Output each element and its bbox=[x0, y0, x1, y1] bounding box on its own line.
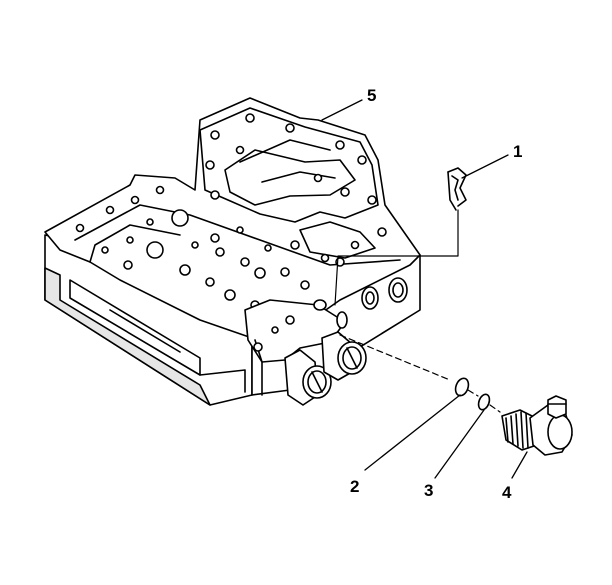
leader-line-2 bbox=[364, 394, 461, 471]
callout-2: 2 bbox=[350, 477, 360, 496]
upper-plate-channel-2 bbox=[239, 139, 331, 163]
leader-line-3 bbox=[434, 409, 485, 479]
valve-body-edge-line bbox=[89, 224, 181, 263]
retaining-clip bbox=[447, 167, 467, 211]
lower-rib-3 bbox=[199, 369, 246, 393]
leader-line-5 bbox=[321, 99, 363, 121]
solenoid-part-4 bbox=[501, 395, 573, 456]
alignment-centerline bbox=[339, 334, 451, 381]
solenoid-bore bbox=[313, 299, 348, 329]
alignment-centerline-2 bbox=[467, 389, 501, 413]
o-ring-2 bbox=[454, 377, 470, 397]
bolt-holes bbox=[75, 113, 387, 310]
clip-leader-line bbox=[334, 209, 459, 306]
installed-solenoid-left bbox=[284, 349, 332, 406]
solenoid-bracket bbox=[244, 299, 346, 396]
leader-line-1 bbox=[461, 154, 509, 179]
lower-rib-2 bbox=[109, 309, 181, 353]
o-ring-3 bbox=[477, 393, 491, 411]
callout-5: 5 bbox=[367, 86, 377, 105]
installed-solenoid-right bbox=[321, 331, 367, 381]
side-ports bbox=[361, 277, 408, 310]
callout-4: 4 bbox=[502, 483, 512, 502]
upper-separator-plate bbox=[199, 107, 379, 223]
callout-1: 1 bbox=[513, 142, 523, 161]
upper-plate-channel-3 bbox=[261, 171, 336, 183]
callout-3: 3 bbox=[424, 481, 434, 500]
upper-plate-inner-channel bbox=[224, 149, 356, 206]
valve-body-channel bbox=[299, 221, 376, 259]
valve-body-lower-front bbox=[44, 267, 211, 406]
valve-body-top-deck bbox=[44, 97, 421, 339]
leader-line-4 bbox=[511, 451, 528, 479]
